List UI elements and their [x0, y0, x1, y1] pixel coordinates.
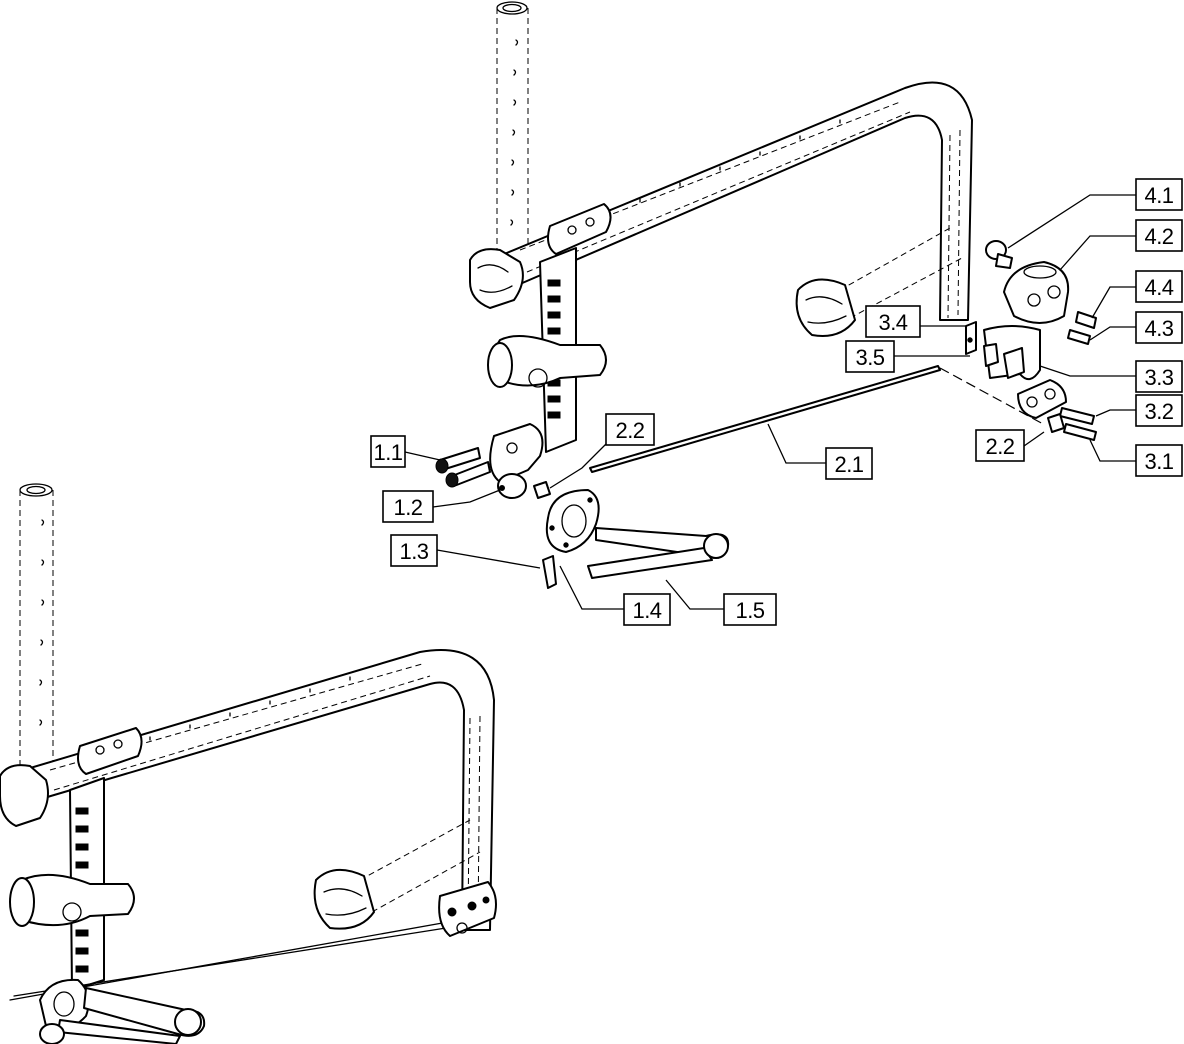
lower-right-clamp: [438, 881, 497, 937]
callout-4-4: 4.4: [1135, 270, 1183, 303]
svg-text:1.4: 1.4: [632, 598, 661, 623]
part-1-3-screw: [542, 555, 557, 589]
svg-text:4.3: 4.3: [1144, 316, 1173, 341]
part-4-3-screws: [1067, 329, 1091, 345]
leader-lines: [404, 194, 1136, 610]
upper-frame-tube: [469, 81, 973, 321]
part-2-2-bushing-right: [1047, 413, 1065, 433]
svg-text:3.2: 3.2: [1144, 399, 1173, 424]
rod-2-1: [589, 365, 941, 473]
lower-side-bracket: [9, 777, 135, 991]
upper-lower-tube: [795, 227, 963, 337]
callout-1-2: 1.2: [382, 490, 434, 523]
callout-1-5: 1.5: [723, 593, 777, 626]
callout-labels: 1.1 1.2 1.3 1.4 1.5 2.2 2.1 2.2: [370, 178, 1183, 626]
callout-1-1: 1.1: [370, 435, 406, 468]
upper-frame-assembly: [435, 1, 1097, 589]
lower-lever-assembly: [39, 978, 206, 1044]
lower-handle-tube: [19, 483, 54, 770]
part-1-2-block: [489, 423, 544, 499]
svg-text:1.3: 1.3: [399, 539, 428, 564]
part-3-2-clamp: [1017, 379, 1067, 419]
part-3-4-pin: [965, 321, 977, 355]
callout-4-1: 4.1: [1135, 178, 1183, 211]
callout-1-3: 1.3: [390, 534, 438, 567]
svg-text:1.1: 1.1: [373, 440, 402, 465]
callout-4-2: 4.2: [1135, 219, 1183, 252]
lower-frame-tube: [0, 649, 495, 931]
part-3-1-screws: [1059, 407, 1097, 441]
callout-2-2-left: 2.2: [605, 413, 655, 446]
svg-text:4.2: 4.2: [1144, 224, 1173, 249]
lower-lower-tube: [313, 819, 481, 930]
lower-frame-assembly: [0, 483, 497, 1044]
part-4-2-clamp: [1003, 261, 1070, 324]
callout-3-4: 3.4: [865, 305, 921, 338]
part-2-2-bushing: [533, 481, 551, 499]
callout-2-2-right: 2.2: [975, 429, 1025, 462]
upper-handle-tube: [496, 1, 529, 262]
svg-text:4.4: 4.4: [1144, 275, 1173, 300]
svg-text:2.1: 2.1: [834, 452, 863, 477]
svg-text:1.5: 1.5: [735, 598, 764, 623]
callout-3-1: 3.1: [1135, 444, 1183, 477]
upper-side-bracket: [487, 247, 607, 453]
svg-text:4.1: 4.1: [1144, 183, 1173, 208]
callout-4-3: 4.3: [1135, 311, 1183, 344]
part-4-1-knob: [985, 240, 1013, 269]
part-1-4-ring: [545, 489, 600, 553]
svg-text:2.2: 2.2: [985, 434, 1014, 459]
svg-text:3.4: 3.4: [878, 310, 907, 335]
svg-text:3.3: 3.3: [1144, 365, 1173, 390]
svg-text:3.1: 3.1: [1144, 449, 1173, 474]
callout-3-5: 3.5: [845, 340, 895, 373]
part-1-5-lever: [587, 527, 730, 579]
part-4-4-screw: [1075, 311, 1097, 329]
svg-text:3.5: 3.5: [855, 345, 884, 370]
callout-3-3: 3.3: [1135, 360, 1183, 393]
part-1-1-screws: [435, 447, 491, 488]
part-3-3-bracket: [983, 325, 1041, 381]
svg-text:1.2: 1.2: [393, 495, 422, 520]
callout-3-2: 3.2: [1135, 394, 1183, 427]
svg-text:2.2: 2.2: [615, 418, 644, 443]
callout-1-4: 1.4: [623, 593, 671, 626]
callout-2-1: 2.1: [825, 447, 873, 480]
